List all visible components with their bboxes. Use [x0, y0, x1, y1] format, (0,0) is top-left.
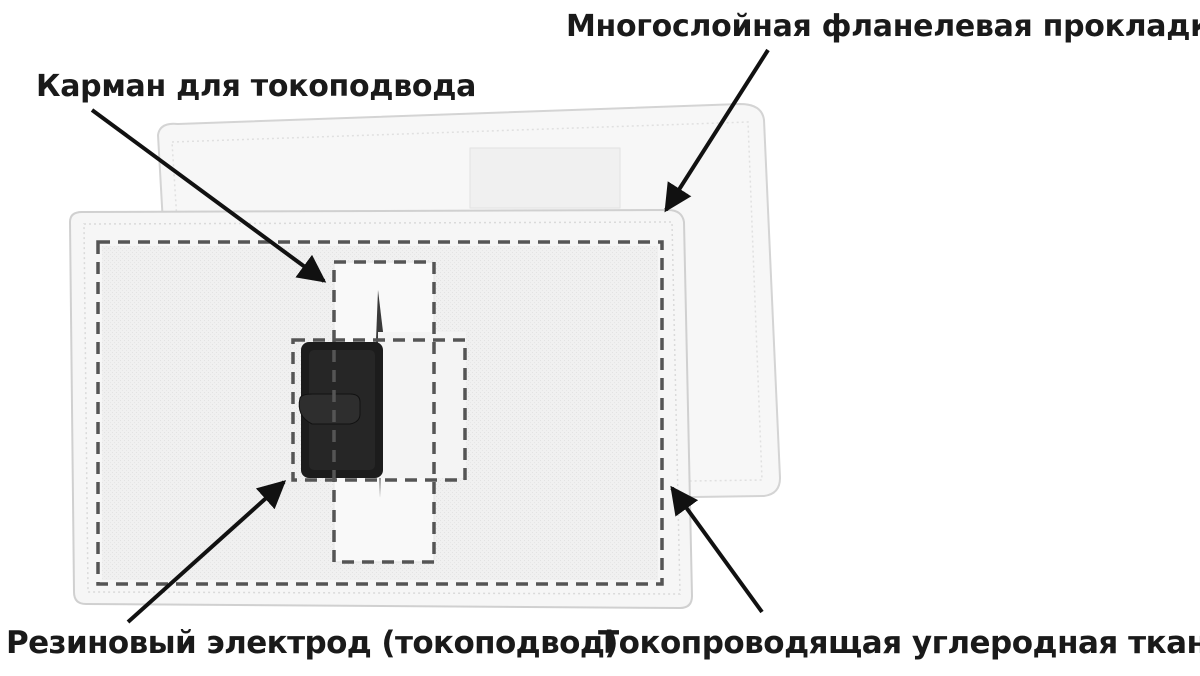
electrode-outline: [291, 338, 467, 482]
label-rubber-electrode: Резиновый электрод (токоподвод): [6, 625, 618, 661]
label-flannel-pad: Многослойная фланелевая прокладка: [566, 9, 1200, 44]
label-pocket: Карман для токоподвода: [36, 69, 477, 104]
label-carbon-fabric: Токопроводящая углеродная ткань: [598, 625, 1200, 661]
carbon-fabric-outline: [96, 240, 664, 586]
dashed-outlines: [96, 240, 664, 586]
rubber-electrode: [298, 342, 383, 478]
arrow-electrode: [126, 480, 287, 624]
arrows: [90, 48, 770, 624]
arrow-carbon: [670, 485, 764, 614]
arrow-flannel: [664, 48, 770, 213]
pocket-outline: [332, 260, 436, 564]
arrow-pocket: [90, 108, 327, 283]
